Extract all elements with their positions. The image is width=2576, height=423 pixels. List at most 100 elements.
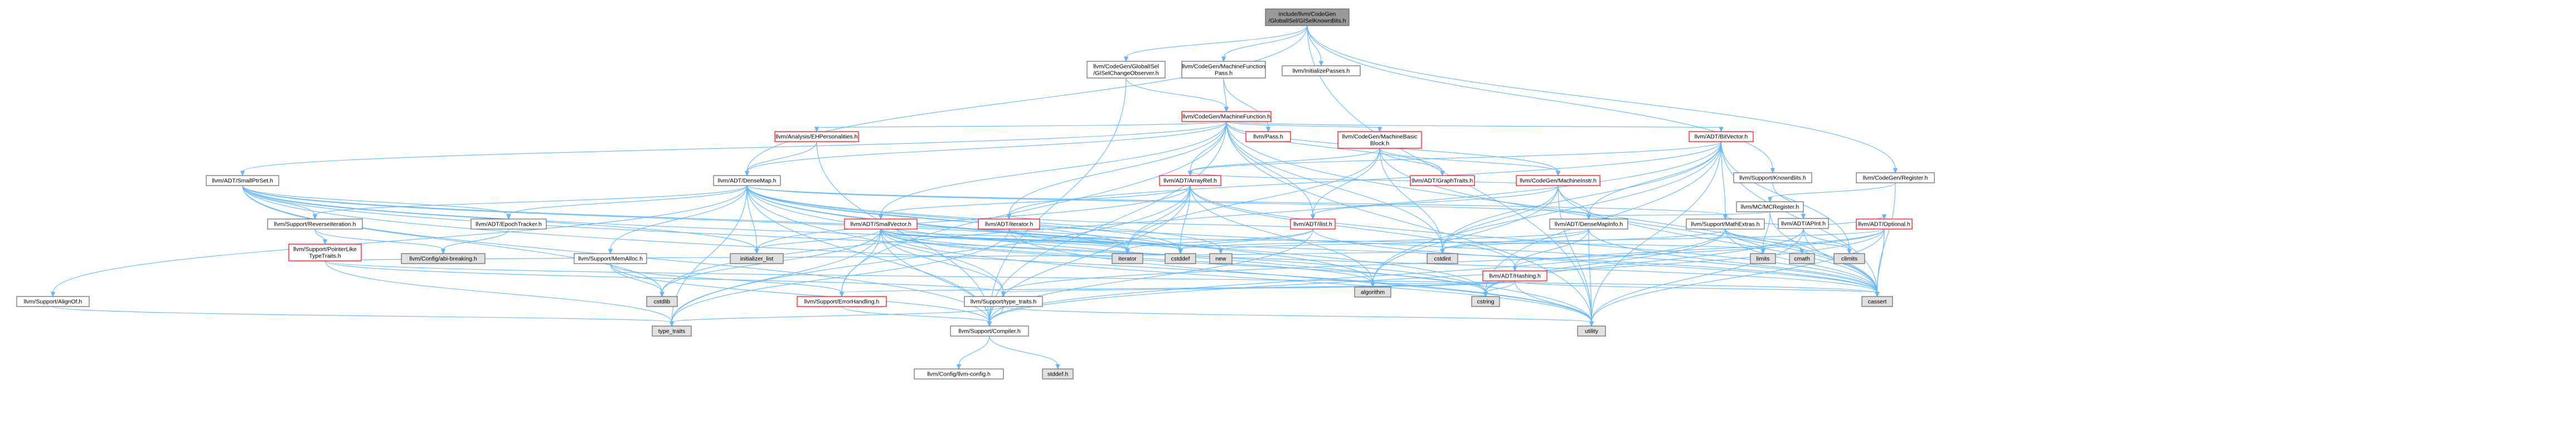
edge-root-to-gisco <box>1123 25 1308 62</box>
node-box <box>950 325 1029 337</box>
node-new[interactable]: new <box>1209 253 1233 264</box>
node-label: llvm/ADT/DenseMap.h <box>717 178 776 184</box>
node-compiler[interactable]: llvm/Support/Compiler.h <box>950 325 1029 337</box>
node-optional[interactable]: llvm/ADT/Optional.h <box>1856 218 1913 230</box>
node-alignof[interactable]: llvm/Support/AlignOf.h <box>16 296 90 307</box>
node-mathextras[interactable]: llvm/Support/MathExtras.h <box>1686 218 1765 230</box>
node-llvmconfig[interactable]: llvm/Config/llvm-config.h <box>914 368 1004 380</box>
node-label: llvm/CodeGen/MachineBasic <box>1342 134 1418 140</box>
node-iterator[interactable]: llvm/ADT/iterator.h <box>978 218 1040 230</box>
edge-optional-to-new <box>1218 228 1885 255</box>
edge-root-to-mfpass <box>1221 25 1308 62</box>
edge-densemap-to-alignof <box>50 185 748 298</box>
node-densemapinfo[interactable]: llvm/ADT/DenseMapInfo.h <box>1549 218 1628 230</box>
edge-typetraits_llvm-to-compiler <box>987 306 1004 327</box>
node-box <box>288 244 362 261</box>
node-initpasses[interactable]: llvm/InitializePasses.h <box>1282 65 1361 76</box>
edge-hashing-to-cassert <box>1514 280 1880 298</box>
node-label: llvm/CodeGen/Register.h <box>1863 175 1928 182</box>
node-arrayref[interactable]: llvm/ADT/ArrayRef.h <box>1159 175 1221 186</box>
node-box <box>914 368 1004 380</box>
node-label: algorithm <box>1361 289 1385 296</box>
node-box <box>978 218 1040 230</box>
node-label: stddef.h <box>1047 371 1069 378</box>
edge-mbb-to-cstdint <box>1379 148 1445 255</box>
node-label: llvm/Support/AlignOf.h <box>24 299 83 305</box>
node-box <box>797 296 887 307</box>
node-label: llvm/Analysis/EHPersonalities.h <box>775 134 857 140</box>
node-label: TypeTraits.h <box>309 253 341 260</box>
edge-hashing-to-algorithm <box>1370 280 1516 288</box>
node-smallptrset[interactable]: llvm/ADT/SmallPtrSet.h <box>206 175 279 186</box>
node-bitvector[interactable]: llvm/ADT/BitVector.h <box>1689 131 1754 142</box>
node-label: llvm/InitializePasses.h <box>1293 68 1350 75</box>
edge-densemap-to-epochtracker <box>506 185 748 220</box>
node-label: /GlobalISel/GISelKnownBits.h <box>1269 18 1346 25</box>
node-box <box>774 131 859 142</box>
edge-register-to-mcregister <box>1767 182 1896 203</box>
node-box <box>1427 253 1458 264</box>
node-box <box>1159 175 1221 186</box>
node-box <box>1856 218 1913 230</box>
node-epochtracker[interactable]: llvm/ADT/EpochTracker.h <box>470 218 547 230</box>
edge-compiler-to-stddef <box>989 336 1060 370</box>
node-label: llvm/ADT/APInt.h <box>1781 221 1826 227</box>
node-label: llvm/Config/abi-breaking.h <box>409 256 477 262</box>
node-box <box>1181 61 1266 79</box>
node-layer: include/llvm/CodeGen/GlobalISel/GISelKno… <box>16 8 1935 380</box>
node-climits[interactable]: climits <box>1833 253 1865 264</box>
node-initlist[interactable]: initializer_list <box>730 253 784 264</box>
node-knownbits[interactable]: llvm/Support/KnownBits.h <box>1733 172 1812 183</box>
node-errorhandling[interactable]: llvm/Support/ErrorHandling.h <box>797 296 887 307</box>
node-mcregister[interactable]: llvm/MC/MCRegister.h <box>1736 201 1804 212</box>
node-root[interactable]: include/llvm/CodeGen/GlobalISel/GISelKno… <box>1265 8 1350 26</box>
node-apint[interactable]: llvm/ADT/APInt.h <box>1778 218 1829 229</box>
node-box <box>1789 253 1815 264</box>
node-abibreaking[interactable]: llvm/Config/abi-breaking.h <box>401 253 486 264</box>
node-label: llvm/Support/type_traits.h <box>971 299 1037 305</box>
node-iteratorstd[interactable]: iterator <box>1112 253 1143 264</box>
node-typetraits[interactable]: type_traits <box>652 325 692 337</box>
node-box <box>1833 253 1865 264</box>
node-label: cstring <box>1477 299 1495 305</box>
node-label: llvm/ADT/iterator.h <box>985 221 1034 228</box>
node-ilist[interactable]: llvm/ADT/ilist.h <box>1290 218 1336 230</box>
node-graphtraits[interactable]: llvm/ADT/GraphTraits.h <box>1410 175 1475 186</box>
node-cstdlib[interactable]: cstdlib <box>646 296 678 307</box>
node-cassert[interactable]: cassert <box>1861 296 1893 307</box>
node-label: /GISelChangeObserver.h <box>1093 70 1158 77</box>
edge-mf-to-errorhandling <box>839 121 1227 298</box>
node-smallvector[interactable]: llvm/ADT/SmallVector.h <box>844 218 918 230</box>
node-box <box>16 296 90 307</box>
node-ehpers[interactable]: llvm/Analysis/EHPersonalities.h <box>774 131 859 142</box>
node-algorithm[interactable]: algorithm <box>1354 286 1391 298</box>
edge-minstr-to-arrayref <box>1187 171 1559 186</box>
node-hashing[interactable]: llvm/ADT/Hashing.h <box>1482 270 1547 281</box>
node-densemap[interactable]: llvm/ADT/DenseMap.h <box>713 175 781 186</box>
node-gisco[interactable]: llvm/CodeGen/GlobalISel/GISelChangeObser… <box>1086 61 1166 79</box>
node-register[interactable]: llvm/CodeGen/Register.h <box>1856 172 1935 183</box>
node-label: llvm/ADT/GraphTraits.h <box>1412 178 1473 184</box>
node-memalloc[interactable]: llvm/Support/MemAlloc.h <box>574 253 647 264</box>
node-box <box>1282 65 1361 76</box>
node-revit[interactable]: llvm/Support/ReverseIteration.h <box>267 218 363 230</box>
node-label: cstddef <box>1171 256 1190 262</box>
edge-bitvector-to-mathextras <box>1720 141 1728 220</box>
node-limits[interactable]: limits <box>1750 253 1776 264</box>
node-pass[interactable]: llvm/Pass.h <box>1245 131 1291 142</box>
node-cstdint[interactable]: cstdint <box>1427 253 1458 264</box>
node-cstring[interactable]: cstring <box>1471 296 1500 307</box>
node-minstr[interactable]: llvm/CodeGen/MachineInstr.h <box>1516 175 1600 186</box>
node-cstddef[interactable]: cstddef <box>1165 253 1196 264</box>
node-mf[interactable]: llvm/CodeGen/MachineFunction.h <box>1181 111 1272 122</box>
node-box <box>652 325 692 337</box>
node-utility[interactable]: utility <box>1577 325 1606 337</box>
node-typetraits_llvm[interactable]: llvm/Support/type_traits.h <box>964 296 1043 307</box>
node-box <box>206 175 279 186</box>
node-stddef[interactable]: stddef.h <box>1042 368 1074 380</box>
node-cmath[interactable]: cmath <box>1789 253 1815 264</box>
